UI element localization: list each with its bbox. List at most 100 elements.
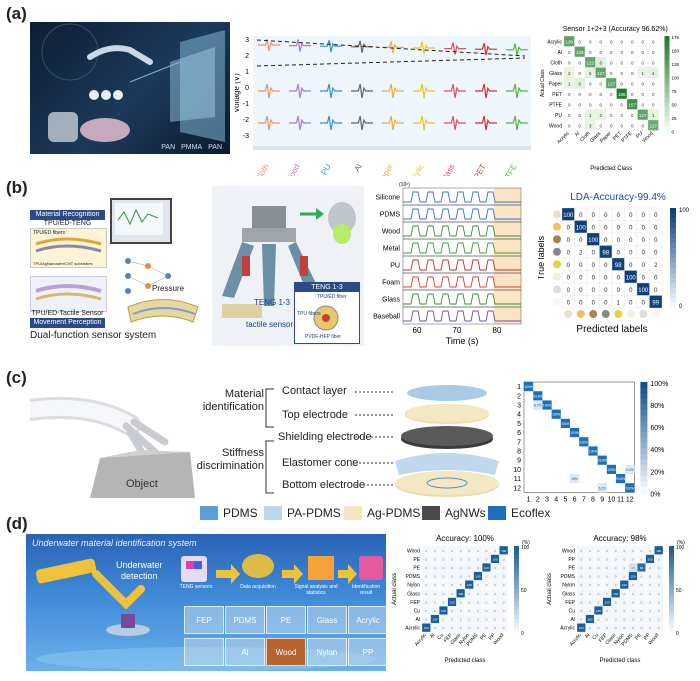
cm-d-value: 0 bbox=[658, 609, 660, 613]
material-axis-band bbox=[253, 146, 531, 150]
signal-trace bbox=[382, 41, 404, 54]
lda-row-object-icon bbox=[553, 260, 561, 269]
cm-d-colorbar-seg bbox=[514, 571, 519, 577]
lda-value: 0 bbox=[617, 288, 621, 294]
cm-c-colorbar-seg bbox=[640, 481, 648, 488]
y-tick: 1 bbox=[245, 69, 249, 76]
lda-value: 0 bbox=[592, 300, 596, 306]
cm-d-value: 0 bbox=[615, 609, 617, 613]
underwater-detection-line1: Underwater bbox=[116, 560, 163, 570]
cm-a-value: 0 bbox=[631, 81, 634, 86]
lda-colorbar-seg bbox=[670, 228, 676, 234]
lda-value: 0 bbox=[629, 300, 633, 306]
lda-colorbar-seg bbox=[670, 253, 676, 259]
cm-d-value: 0 bbox=[615, 557, 617, 561]
tile-acrylic: Acrylic bbox=[348, 606, 386, 634]
lda-value: 0 bbox=[592, 213, 596, 219]
lda-value: 98 bbox=[602, 250, 609, 256]
signal-trace bbox=[258, 115, 280, 131]
cm-c-colorbar-tick: 40% bbox=[650, 447, 664, 454]
cm-d-colorbar-seg bbox=[514, 593, 519, 599]
cm-a-value: 0 bbox=[620, 81, 623, 86]
cm-d-value: 0 bbox=[477, 618, 479, 622]
cm-d-xlabel: Predicted class bbox=[600, 658, 641, 664]
cm-a-colorbar-seg bbox=[664, 64, 670, 70]
cm-a-colorbar-tick: 75 bbox=[672, 89, 678, 94]
lda-colorbar-seg bbox=[670, 278, 676, 284]
cm-d-value: 0 bbox=[451, 575, 453, 579]
cm-d-row-label: Wood bbox=[407, 548, 420, 554]
cm-d-value: 0 bbox=[589, 626, 591, 630]
lda-colorbar-seg bbox=[670, 288, 676, 294]
cm-d-col-label: FEP bbox=[598, 632, 609, 644]
stiffness-line1: Stiffness bbox=[222, 447, 264, 459]
cm-d-value: 0 bbox=[589, 566, 591, 570]
lda-value: 0 bbox=[579, 213, 583, 219]
cm-d-value: 100 bbox=[432, 618, 437, 622]
cm-a-value: 0 bbox=[568, 92, 571, 97]
material-label: Acrylic bbox=[406, 163, 426, 177]
cm-d-value: 0 bbox=[460, 566, 462, 570]
cm-a-value: 0 bbox=[631, 123, 634, 128]
cm-d-value: 0 bbox=[580, 549, 582, 553]
cm-d-value: 0 bbox=[477, 566, 479, 570]
cm-a-value: 0 bbox=[599, 102, 602, 107]
cm-a-value: 0 bbox=[620, 60, 623, 65]
legend-pa-pdms: PA-PDMS bbox=[264, 506, 341, 520]
material-identification-label: Material identification bbox=[196, 388, 264, 414]
cm-d-value: 0 bbox=[425, 575, 427, 579]
cm-d-value: 0 bbox=[425, 583, 427, 587]
cm-d-value: 0 bbox=[615, 549, 617, 553]
x-tick: 70 bbox=[453, 326, 462, 335]
legend-pdms-text: PDMS bbox=[223, 506, 258, 520]
cm-d-value: 0 bbox=[658, 575, 660, 579]
cm-d-value: 0 bbox=[598, 592, 600, 596]
lda-colorbar-seg bbox=[670, 238, 676, 244]
cm-c-col-tick: 1 bbox=[527, 496, 531, 503]
cm-a-col-label: PU bbox=[635, 130, 644, 139]
cm-d-value: 0 bbox=[425, 549, 427, 553]
cm-d-value: 100 bbox=[501, 549, 506, 553]
cm-c-colorbar-seg bbox=[640, 486, 648, 493]
signal-trace bbox=[413, 83, 435, 99]
cm-a-colorbar-seg bbox=[664, 69, 670, 75]
cm-c-diag-cell bbox=[533, 391, 543, 401]
cm-d-colorbar-tick: 50 bbox=[676, 588, 682, 594]
lda-value: 100 bbox=[638, 288, 649, 294]
cm-d-value: 0 bbox=[443, 549, 445, 553]
lda-value: 2 bbox=[654, 263, 658, 269]
lda-value: 100 bbox=[576, 225, 587, 231]
underwater-detection-label: Underwater detection bbox=[116, 560, 163, 582]
lda-value: 0 bbox=[617, 250, 621, 256]
cm-c-row-tick: 11 bbox=[514, 476, 521, 483]
cm-a-row-label: PTFE bbox=[549, 102, 562, 108]
cm-c-colorbar-seg bbox=[640, 420, 648, 427]
cm-d-colorbar-seg bbox=[514, 567, 519, 573]
cm-d-value: 0 bbox=[486, 600, 488, 604]
cm-a-value: 0 bbox=[652, 81, 655, 86]
teng-inset-title: TENG 1-3 bbox=[295, 283, 359, 292]
robot-arm-image: Object bbox=[30, 380, 200, 498]
layer-elastomer-cone: Elastomer cone bbox=[282, 457, 359, 469]
cm-d-value: 0 bbox=[460, 626, 462, 630]
cm-c-row-tick: 7 bbox=[517, 439, 521, 446]
cm-c-row-tick: 1 bbox=[517, 384, 521, 391]
underwater-detection-line2: detection bbox=[121, 571, 158, 581]
cm-d-cell bbox=[499, 623, 509, 633]
cm-d-value: 0 bbox=[477, 592, 479, 596]
signal-trace bbox=[320, 115, 342, 131]
cm-d-row-label: PP bbox=[568, 557, 575, 563]
cm-d-colorbar-tick: 100 bbox=[521, 545, 530, 551]
cm-a-value: 0 bbox=[631, 60, 634, 65]
cm-d-value: 0 bbox=[460, 618, 462, 622]
cm-c-diag-cell bbox=[588, 446, 598, 456]
cm-d-colorbar-seg bbox=[514, 554, 519, 560]
lda-value: 0 bbox=[629, 250, 633, 256]
cm-d-value: 0 bbox=[477, 609, 479, 613]
signal-trace bbox=[403, 310, 521, 322]
signal-row-label: PU bbox=[390, 263, 400, 270]
cm-d-value: 0 bbox=[451, 618, 453, 622]
cm-d-value: 0 bbox=[580, 609, 582, 613]
